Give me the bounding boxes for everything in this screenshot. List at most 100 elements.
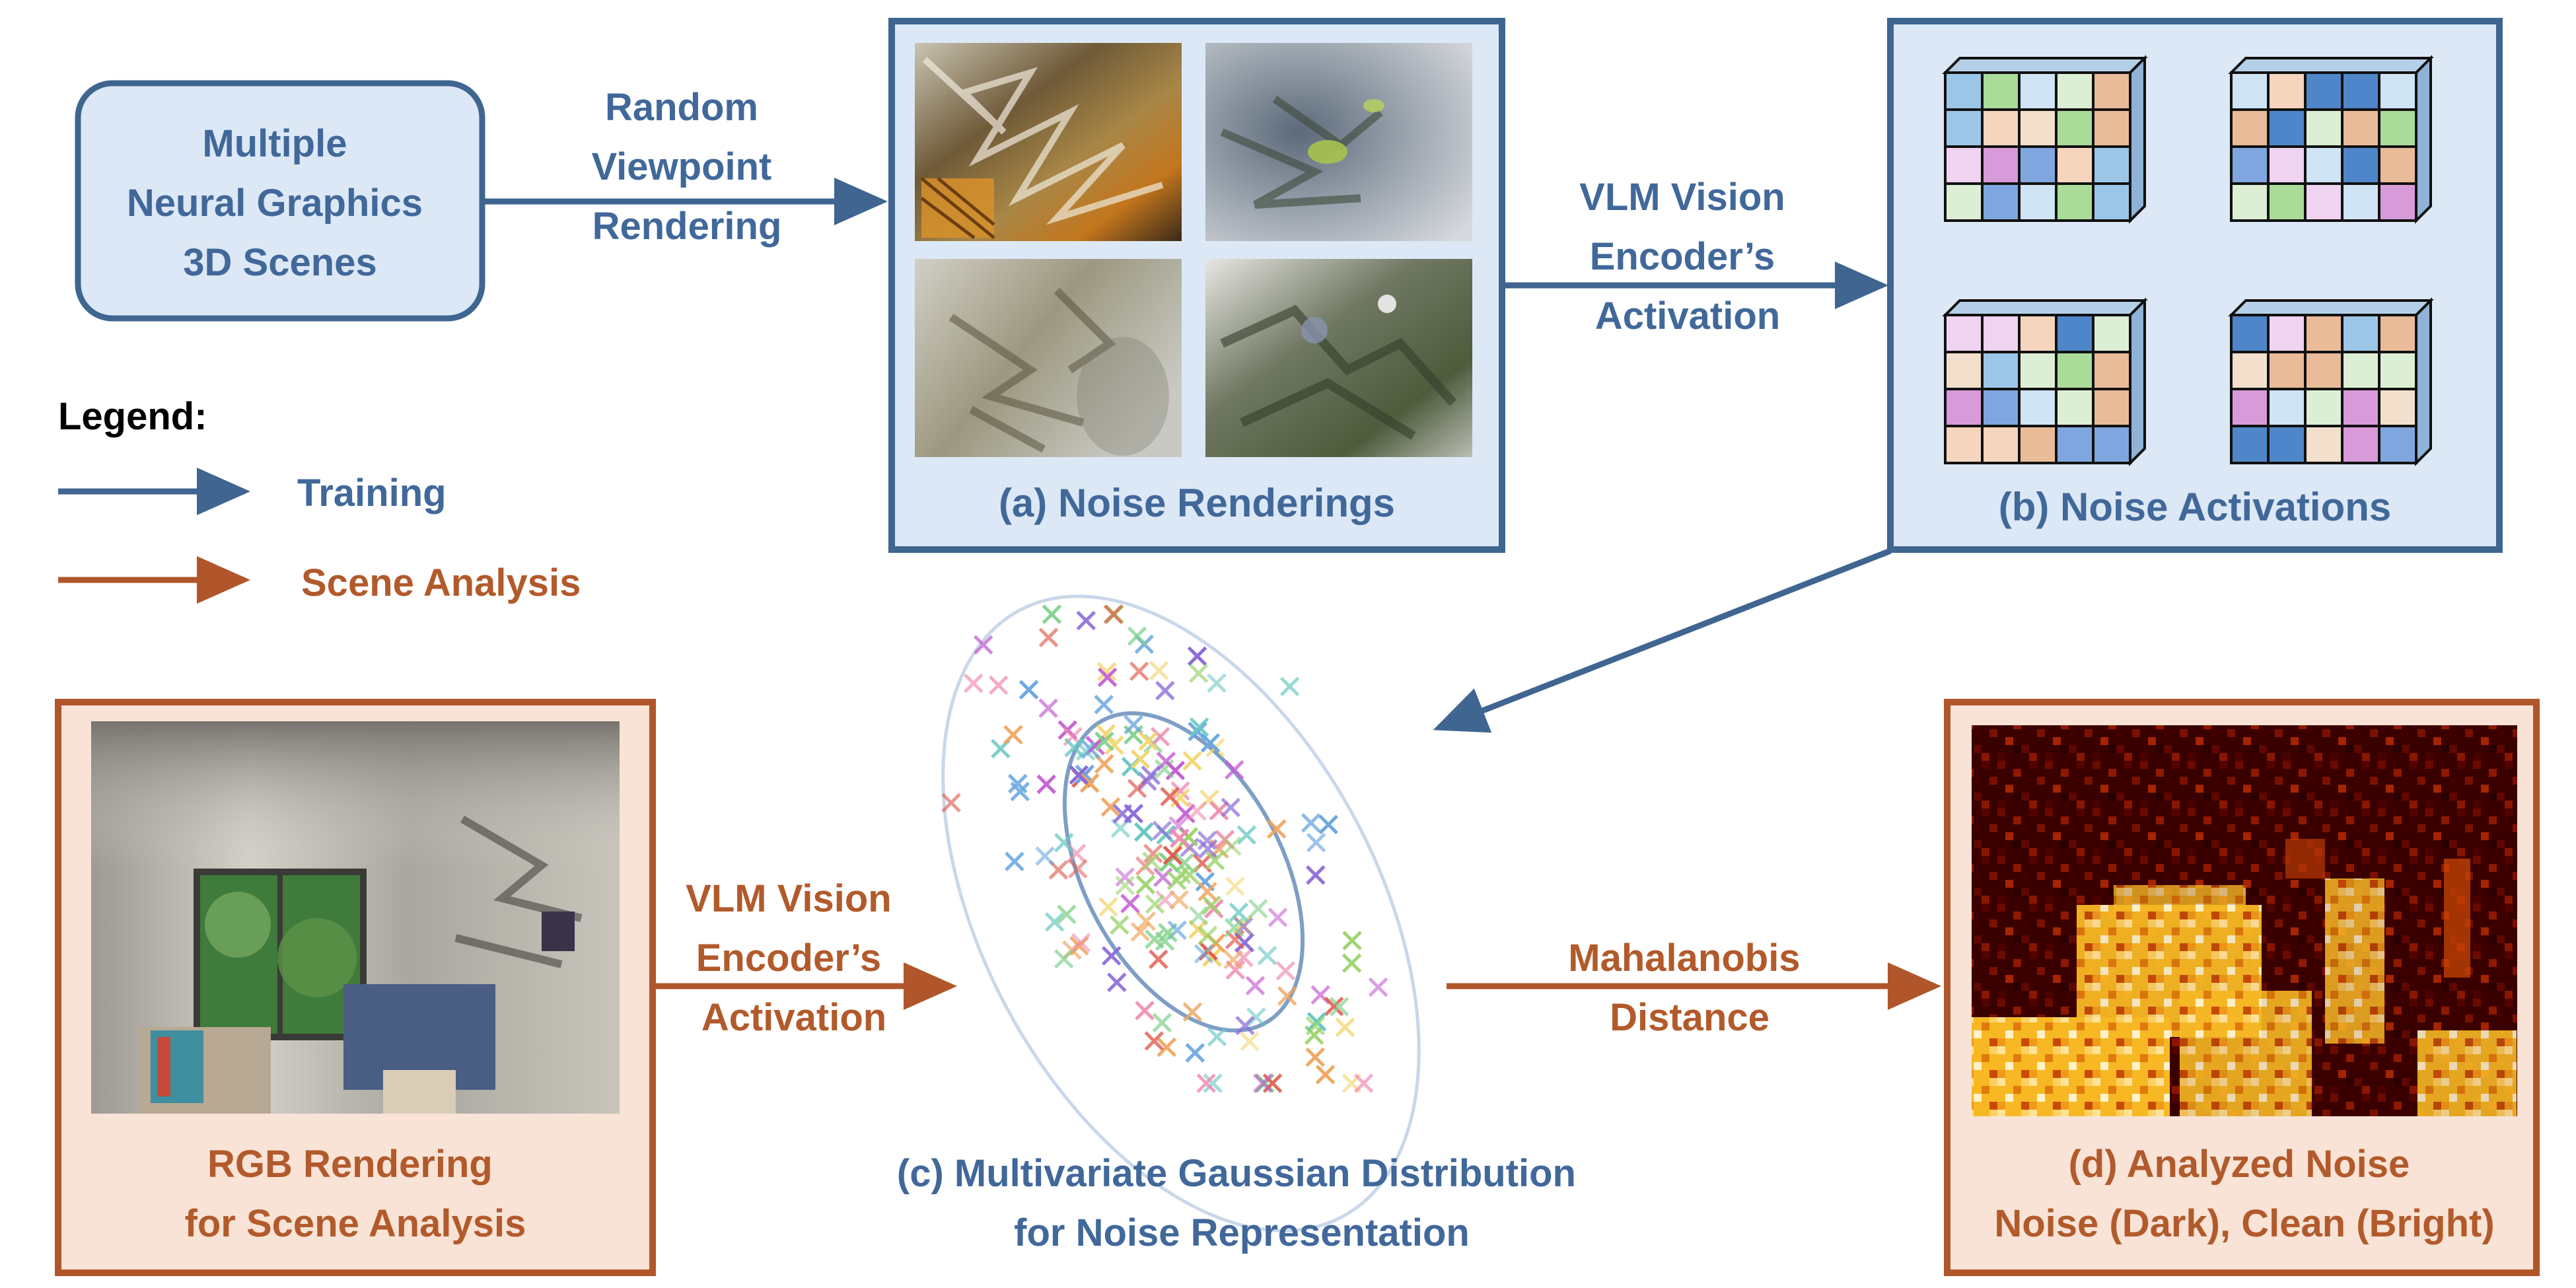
scatter-cross-marker	[1135, 875, 1156, 895]
mahalanobis-line-2: Distance	[1610, 996, 1770, 1039]
scatter-cross-marker	[1129, 661, 1149, 682]
scatter-cross-marker	[1275, 961, 1296, 981]
scatter-cross-marker	[1324, 996, 1344, 1017]
vlm-bottom-line-3: Activation	[701, 996, 886, 1039]
scatter-cross-marker	[1144, 1031, 1164, 1051]
scatter-cross-marker	[1130, 749, 1151, 769]
vlm-bottom-label: VLM Vision Encoder’s Activation	[686, 877, 902, 1039]
scatter-cross-marker	[1068, 859, 1088, 879]
scatter-cross-marker	[1098, 897, 1118, 917]
random-viewpoint-line-3: Rendering	[592, 205, 782, 248]
scatter-cross-marker	[1127, 626, 1147, 646]
noise-rendering-grid	[915, 43, 1472, 457]
rgb-caption-line-1: RGB Rendering	[207, 1143, 493, 1186]
activation-tensor-icon	[2228, 297, 2434, 466]
scatter-cross-marker	[1176, 803, 1196, 824]
scatter-cross-marker	[1141, 851, 1162, 871]
scatter-cross-marker	[1100, 797, 1121, 817]
scatter-cross-marker	[1196, 1073, 1216, 1093]
scatter-cross-marker	[1236, 825, 1257, 845]
outer-covariance-ellipse	[941, 594, 1421, 1233]
scatter-cross-marker	[1342, 931, 1362, 950]
scatter-cross-marker	[1305, 1016, 1326, 1036]
scatter-cross-marker	[1180, 865, 1199, 885]
noise-rendering-thumbnail	[1205, 259, 1472, 457]
scatter-cross-marker	[941, 793, 961, 813]
scatter-cross-marker	[1149, 661, 1169, 680]
scatter-cross-marker	[1076, 610, 1096, 631]
noise-rendering-thumbnail	[915, 43, 1182, 241]
scatter-cross-marker	[1197, 830, 1217, 851]
mahalanobis-line-1: Mahalanobis	[1568, 937, 1800, 980]
scatter-cross-marker	[1194, 944, 1214, 964]
scatter-cross-marker	[1277, 986, 1297, 1006]
scatter-cross-marker	[1170, 781, 1190, 801]
scatter-cross-marker	[1135, 1001, 1155, 1020]
scatter-cross-marker	[1306, 832, 1326, 853]
scatter-cross-marker	[1198, 882, 1217, 902]
source-line-3: 3D Scenes	[183, 241, 376, 284]
noise-rendering-thumbnail	[915, 259, 1182, 457]
scatter-cross-marker	[973, 635, 993, 655]
scatter-cross-marker	[964, 673, 984, 694]
scatter-cross-marker	[1225, 877, 1245, 896]
scatter-cross-marker	[1071, 933, 1091, 952]
random-viewpoint-label: Random Viewpoint Rendering	[592, 86, 783, 248]
scatter-cross-marker	[1101, 946, 1122, 966]
random-viewpoint-line-1: Random	[605, 86, 758, 129]
panel-a-caption: (a) Noise Renderings	[999, 481, 1395, 525]
scatter-cross-marker	[1187, 801, 1207, 821]
source-line-2: Neural Graphics	[127, 182, 423, 225]
scatter-cross-marker	[1038, 627, 1059, 647]
scatter-cross-marker	[1221, 797, 1241, 818]
scatter-cross-marker	[1133, 822, 1154, 842]
gaussian-caption-line-1: (c) Multivariate Gaussian Distribution	[897, 1152, 1576, 1195]
scatter-cross-marker	[1103, 604, 1124, 624]
scatter-cross-marker	[1198, 839, 1218, 859]
scatter-cross-marker	[1044, 912, 1065, 932]
scatter-cross-marker	[1019, 680, 1039, 699]
vlm-top-line-1: VLM Vision	[1579, 176, 1785, 219]
scatter-cross-marker	[1318, 814, 1339, 835]
scatter-cross-marker	[1079, 773, 1100, 793]
scatter-cross-marker	[1224, 760, 1244, 780]
scatter-cross-marker	[1268, 908, 1288, 927]
scatter-cross-marker	[1201, 895, 1221, 915]
activation-tensor-icon	[1942, 55, 2148, 224]
scatter-cross-marker	[1155, 931, 1175, 951]
vlm-top-line-2: Encoder’s	[1590, 235, 1775, 278]
vlm-bottom-line-1: VLM Vision	[686, 877, 892, 920]
scatter-cross-marker	[1207, 673, 1227, 693]
scatter-cross-marker	[1188, 663, 1209, 684]
scatter-cross-marker	[1149, 949, 1168, 970]
scatter-cross-marker	[1198, 925, 1218, 946]
scatter-cross-marker	[1160, 787, 1180, 806]
rgb-caption: RGB Rendering for Scene Analysis	[185, 1143, 526, 1245]
scatter-cross-marker	[1094, 694, 1114, 715]
heatmap-image	[1972, 725, 2517, 1116]
scatter-cross-marker	[1124, 804, 1143, 824]
scatter-cross-marker	[1155, 890, 1175, 910]
legend-training-label: Training	[297, 472, 447, 515]
scatter-cross-marker	[1054, 949, 1074, 969]
scatter-cross-marker	[1306, 1012, 1327, 1032]
scatter-cross-marker	[1248, 898, 1268, 919]
scatter-cross-marker	[1036, 774, 1057, 795]
scatter-cross-marker	[1222, 836, 1242, 856]
gaussian-distribution-plot	[941, 594, 1421, 1233]
scatter-cross-marker	[1054, 832, 1074, 853]
scatter-cross-marker	[1240, 1031, 1260, 1052]
scatter-cross-marker	[1166, 871, 1187, 890]
scatter-cross-marker	[988, 675, 1009, 696]
scatter-cross-marker	[1003, 725, 1023, 745]
scatter-cross-marker	[1152, 1013, 1172, 1033]
scatter-cross-marker	[1094, 731, 1114, 752]
scatter-cross-marker	[1245, 976, 1266, 996]
scatter-cross-marker	[1115, 867, 1135, 887]
scatter-cross-marker	[1182, 751, 1202, 771]
scatter-cross-marker	[1169, 890, 1189, 910]
scatter-cross-marker	[1368, 977, 1388, 997]
scatter-cross-marker	[1207, 1026, 1227, 1047]
scatter-cross-marker	[1136, 911, 1157, 931]
scatter-cross-marker	[1246, 1007, 1266, 1027]
